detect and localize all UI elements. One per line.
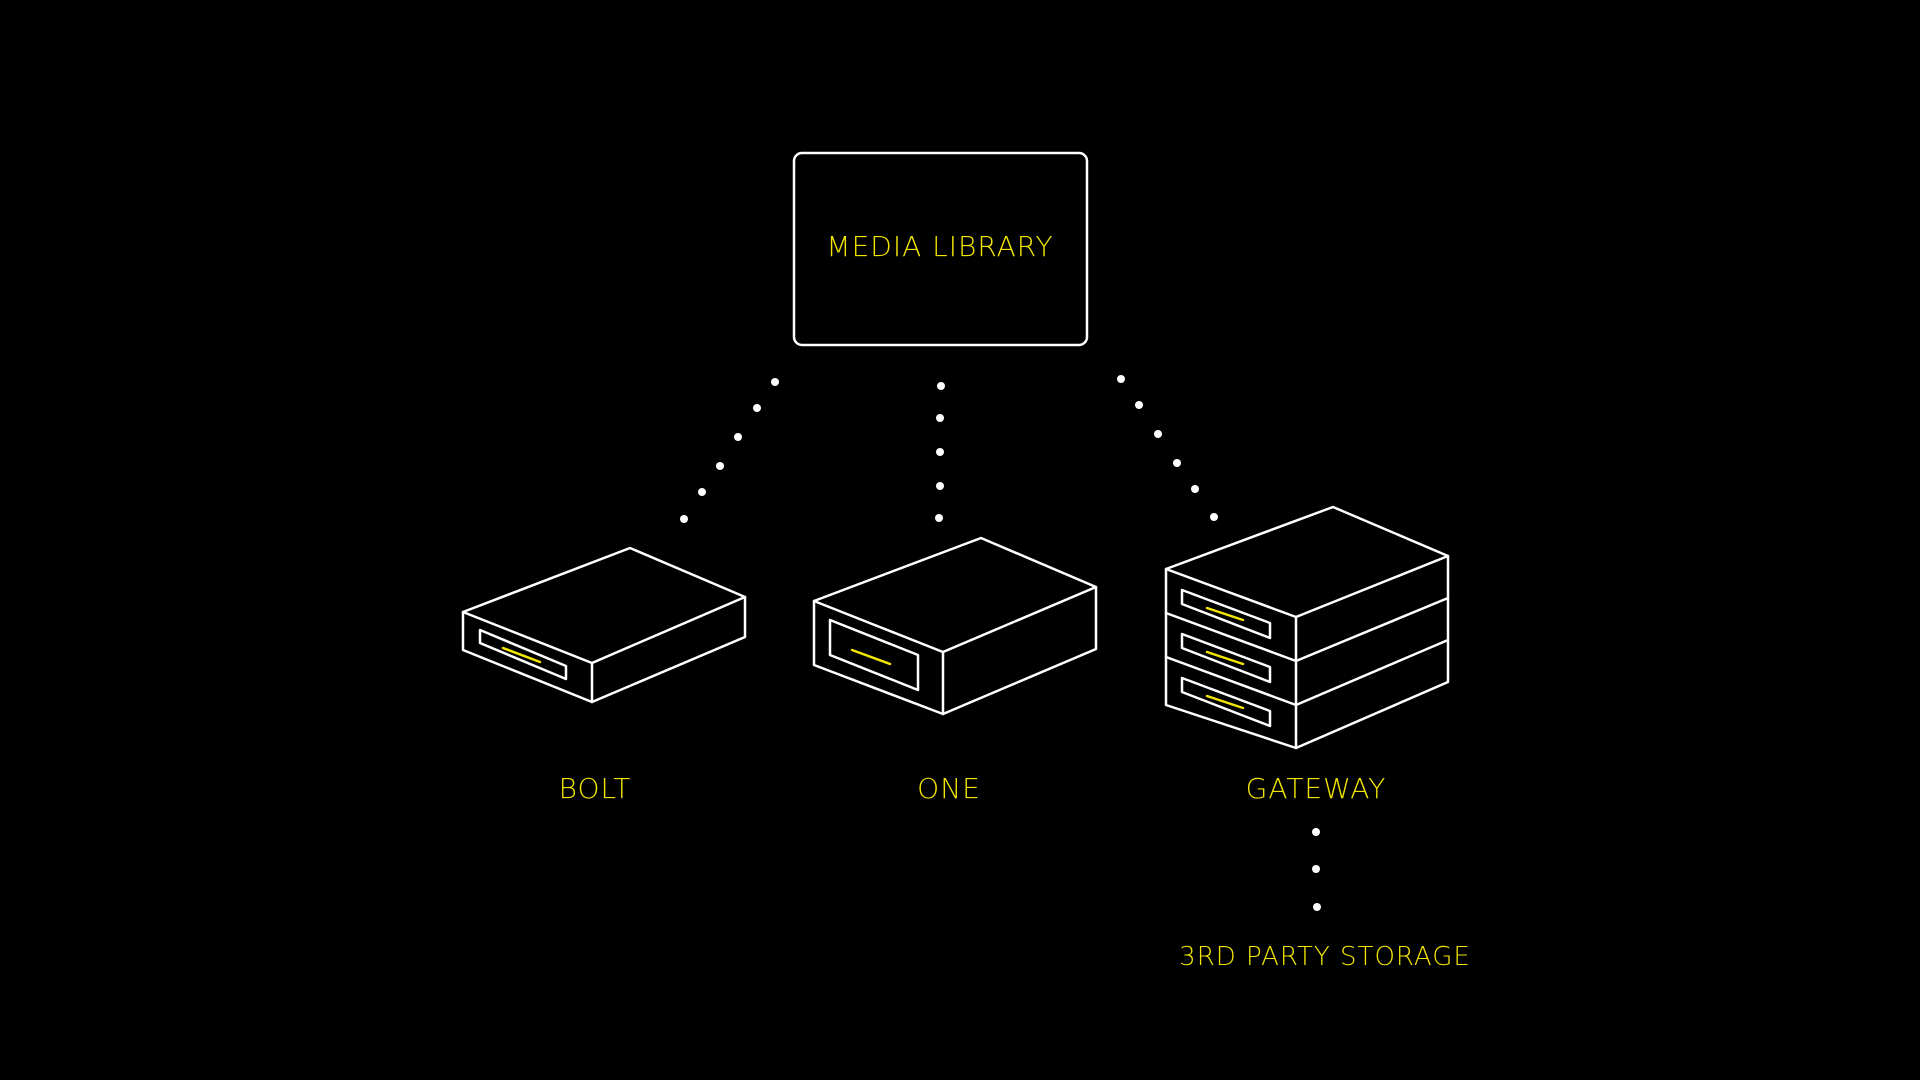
server-single-icon (461, 546, 747, 704)
media-library-label: MEDIA LIBRARY (826, 230, 1053, 263)
third-party-storage-label: 3RD PARTY STORAGE (1179, 942, 1471, 972)
server-stack-icon (1164, 505, 1450, 750)
media-library-box (792, 151, 1089, 347)
connector-gateway-to-third-party-storage (1312, 828, 1321, 911)
bolt-label: BOLT (559, 772, 632, 805)
connector-media-library-to-one (935, 382, 945, 522)
server-tall-icon (812, 536, 1098, 716)
one-label: ONE (917, 772, 981, 805)
connector-media-library-to-gateway (1117, 375, 1218, 521)
connector-media-library-to-bolt (680, 378, 779, 523)
gateway-label: GATEWAY (1246, 772, 1387, 805)
media-library-node: MEDIA LIBRARY (792, 151, 1089, 347)
